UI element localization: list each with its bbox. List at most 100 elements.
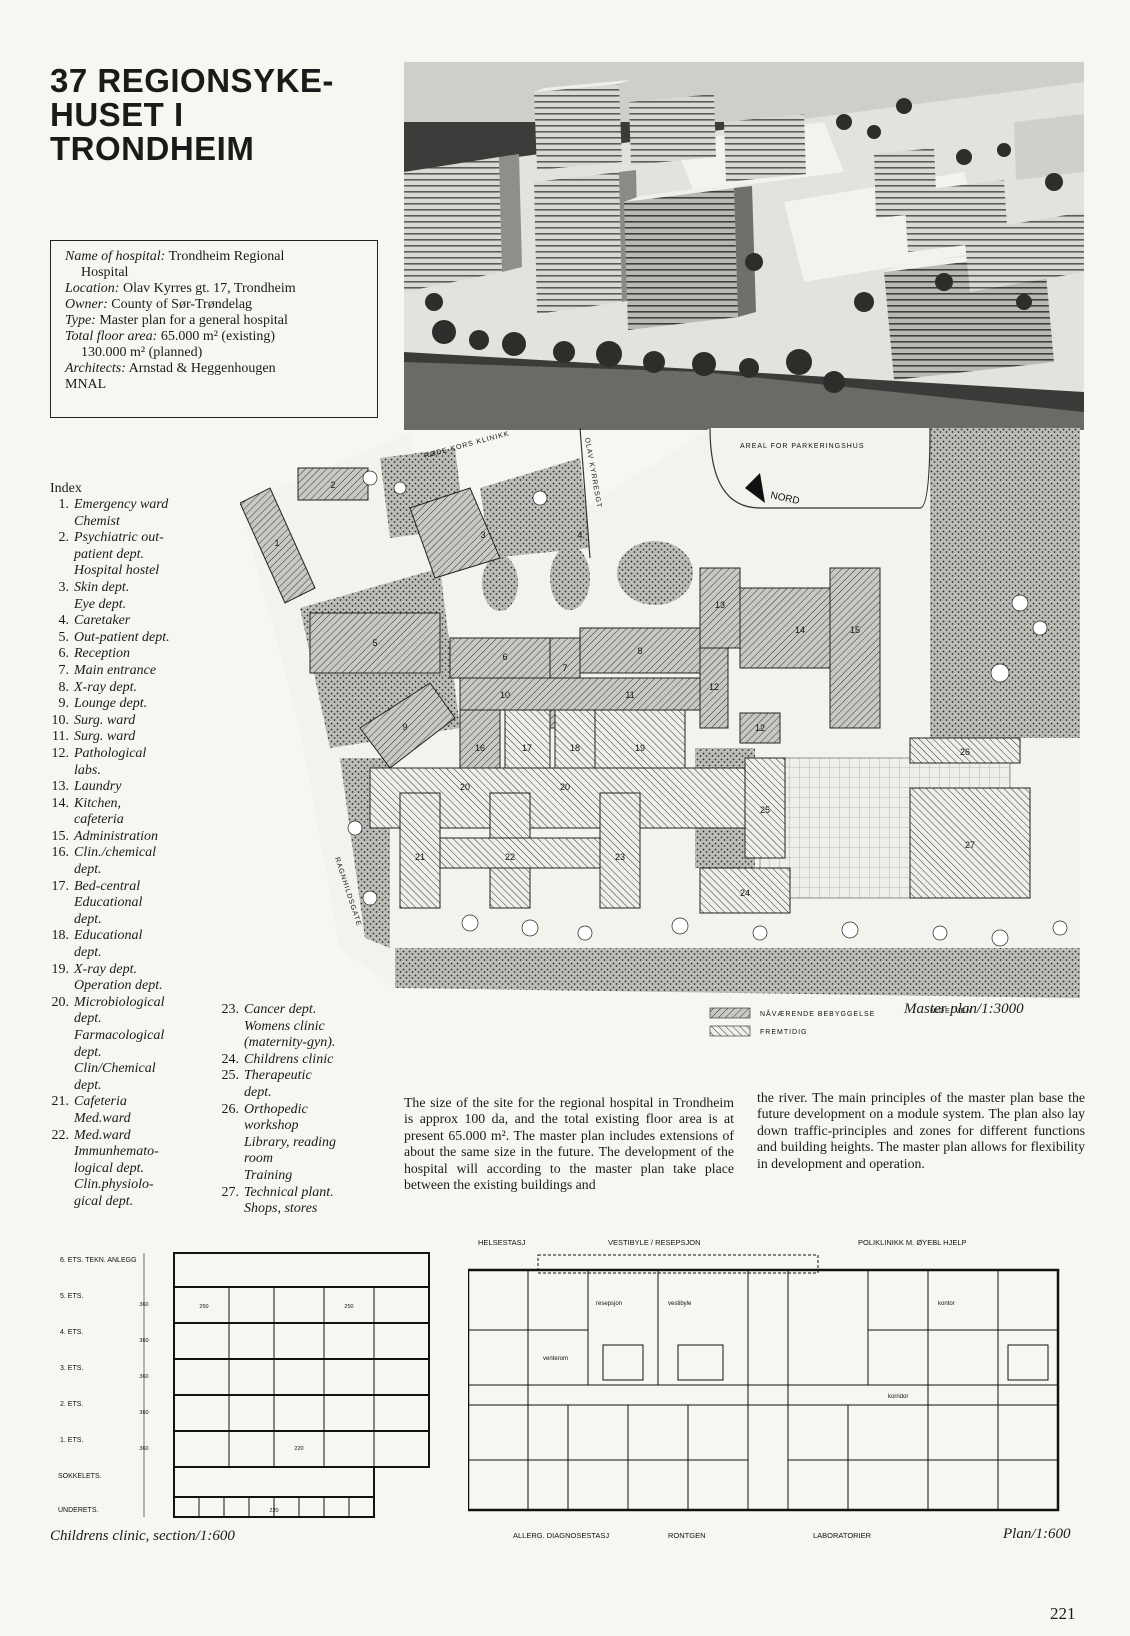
index-item-line: dept.	[44, 862, 214, 879]
block-label-7: 7	[562, 663, 567, 673]
index-item-number	[44, 514, 74, 531]
index-item-line: 25.Therapeutic	[214, 1068, 384, 1085]
block-label-21: 21	[415, 852, 425, 862]
index-item-text: Immunhemato-	[74, 1144, 159, 1160]
index-item-number	[44, 547, 74, 564]
floor-plan-drawing: HELSESTASJ VESTIBYLE / RESEPSJON POLIKLI…	[466, 1235, 1088, 1540]
index-item-line: 17.Bed-central	[44, 879, 214, 896]
index-item-text: Orthopedic	[244, 1101, 308, 1117]
index-item-line: 15.Administration	[44, 829, 214, 846]
floor-label-3: 3. ETS.	[60, 1365, 83, 1372]
hospital-info-box: Name of hospital: Trondheim Regional Hos…	[50, 240, 378, 418]
index-item-line: dept.	[44, 912, 214, 929]
index-item-line: dept.	[44, 1011, 214, 1028]
block-label-13: 13	[715, 600, 725, 610]
index-item-number	[214, 1151, 244, 1168]
room-dim-3: 220	[294, 1446, 303, 1452]
index-item-text: Out-patient dept.	[74, 629, 170, 645]
index-item-number	[44, 1078, 74, 1095]
river-label: NIDELVEN	[930, 1008, 973, 1015]
body-paragraph-1: The size of the site for the regional ho…	[404, 1095, 734, 1193]
index-item-number: 17.	[51, 878, 70, 894]
index-item-line: Farmacological	[44, 1028, 214, 1045]
index-list-column-2: 23.Cancer dept.Womens clinic(maternity-g…	[214, 1002, 384, 1218]
index-item-text: Bed-central	[74, 878, 141, 894]
index-item-text: Reception	[74, 646, 130, 662]
index-item-line: dept.	[44, 945, 214, 962]
block-label-19: 19	[635, 743, 645, 753]
index-item-text: Administration	[74, 828, 159, 844]
index-item-line: 19.X-ray dept.	[44, 962, 214, 979]
index-item-number: 26.	[221, 1101, 240, 1117]
index-item-text: cafeteria	[74, 812, 124, 828]
index-item-text: Therapeutic	[244, 1068, 312, 1084]
floor-label-2: 2. ETS.	[60, 1401, 83, 1408]
model-photograph	[404, 62, 1084, 430]
index-item-text: Eye dept.	[74, 596, 127, 612]
index-item-line: 16.Clin./chemical	[44, 845, 214, 862]
index-item-number: 22.	[51, 1127, 70, 1143]
index-item-line: labs.	[44, 763, 214, 780]
index-item-number	[44, 895, 74, 912]
index-item-line: 12.Pathological	[44, 746, 214, 763]
index-item-number: 15.	[51, 828, 70, 844]
index-item-line: 27.Technical plant.	[214, 1185, 384, 1202]
floor-label-5: 5. ETS.	[60, 1293, 83, 1300]
info-type-value: Master plan for a general hospital	[99, 313, 288, 328]
index-item-text: Chemist	[74, 513, 120, 529]
index-item-number: 23.	[221, 1002, 240, 1017]
index-item-number	[44, 1161, 74, 1178]
index-item-number: 2.	[58, 530, 70, 546]
index-item-number: 14.	[51, 795, 70, 811]
index-item-line: 26.Orthopedic	[214, 1102, 384, 1119]
index-item-line: 22.Med.ward	[44, 1128, 214, 1145]
index-item-line: Med.ward	[44, 1111, 214, 1128]
index-item-number	[44, 945, 74, 962]
index-item-line: 1.Emergency ward	[44, 497, 214, 514]
index-item-number	[44, 912, 74, 929]
block-label-6: 6	[502, 652, 507, 662]
index-item-number	[214, 1168, 244, 1185]
index-item-text: (maternity-gyn).	[244, 1035, 336, 1051]
index-item-text: room	[244, 1151, 274, 1167]
index-item-line: patient dept.	[44, 547, 214, 564]
section-drawing-svg: 6. ETS. TEKN. ANLEGG 5. ETS. 4. ETS. 3. …	[58, 1252, 430, 1518]
block-label-3: 3	[480, 530, 485, 540]
info-area-value: 65.000 m² (existing)	[160, 329, 276, 344]
block-label-27: 27	[965, 840, 975, 850]
index-item-line: gical dept.	[44, 1194, 214, 1211]
plan-label-allergy: ALLERG. DIAGNOSESTASJ	[513, 1531, 609, 1540]
plan-label-health-station: HELSESTASJ	[478, 1238, 526, 1247]
block-label-9: 9	[402, 722, 407, 732]
title-line-1: 37 REGIONSYKE-	[50, 62, 334, 99]
index-item-line: Womens clinic	[214, 1019, 384, 1036]
block-label-5: 5	[372, 638, 377, 648]
index-item-line: 13.Laundry	[44, 779, 214, 796]
index-item-text: Microbiological	[74, 994, 165, 1010]
dim-label-1: 360	[139, 1446, 148, 1452]
index-item-line: Clin.physiolo-	[44, 1177, 214, 1194]
index-item-text: Kitchen,	[74, 795, 122, 811]
index-item-number	[44, 1011, 74, 1028]
index-item-line: 6.Reception	[44, 646, 214, 663]
index-item-text: logical dept.	[74, 1160, 144, 1176]
index-item-number: 13.	[51, 779, 70, 795]
index-item-number	[44, 1177, 74, 1194]
floor-label-6: 6. ETS. TEKN. ANLEGG	[60, 1257, 137, 1264]
block-label-10: 10	[500, 690, 510, 700]
index-item-text: Childrens clinic	[244, 1051, 334, 1067]
index-item-line: dept.	[44, 1045, 214, 1062]
index-item-number: 11.	[52, 729, 69, 745]
index-item-text: Operation dept.	[74, 978, 163, 994]
index-item-line: 11.Surg. ward	[44, 729, 214, 746]
index-item-line: 18.Educational	[44, 928, 214, 945]
index-item-number	[44, 1028, 74, 1045]
index-item-line: Clin/Chemical	[44, 1061, 214, 1078]
index-heading: Index	[50, 481, 82, 496]
index-item-number: 20.	[51, 994, 70, 1010]
section-drawing: 6. ETS. TEKN. ANLEGG 5. ETS. 4. ETS. 3. …	[44, 1250, 434, 1520]
info-name-label: Name of hospital:	[65, 249, 166, 264]
index-item-line: dept.	[44, 1078, 214, 1095]
block-label-17: 17	[522, 743, 532, 753]
